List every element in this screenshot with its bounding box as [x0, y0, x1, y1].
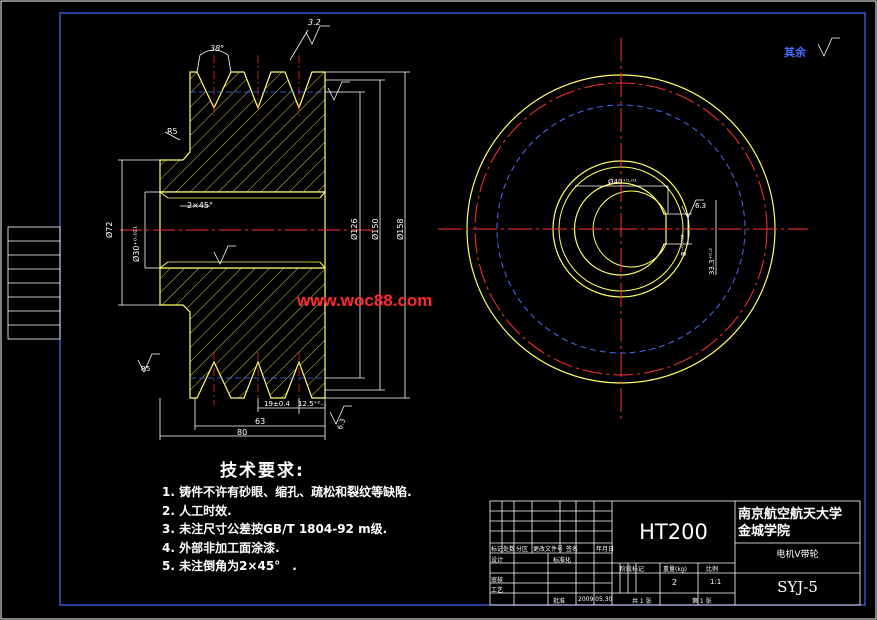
dim-chamfer: 2×45° [187, 201, 213, 210]
tb-label-scale: 比例 [706, 566, 719, 573]
dim-phi72: Ø72 [105, 221, 114, 238]
dim-length-80: 80 [237, 428, 248, 437]
tb-label-review: 审核 [491, 577, 504, 584]
dim-bore-phi: Ø40⁺⁰·⁰¹ [608, 178, 637, 186]
binding-strip [7, 226, 61, 340]
tb-label-approve: 批准 [553, 598, 566, 605]
tech-item-3: 3. 未注尺寸公差按GB/T 1804-92 m级. [162, 522, 388, 536]
tb-date-value: 2009.05.30 [578, 596, 613, 603]
tb-sheets-total: 共 1 张 [632, 598, 652, 605]
dim-key-width: 8⁻⁰·⁰¹⁸ [680, 234, 688, 256]
section-view [120, 55, 375, 405]
school-name-line1: 南京航空航天大学 [738, 507, 843, 522]
material-label: HT200 [639, 520, 708, 544]
dim-rough-side: 6.3 [336, 417, 348, 431]
tech-item-1: 1. 铸件不许有砂眼、缩孔、疏松和裂纹等缺陷. [162, 485, 412, 499]
dim-ra-bore: 6.3 [695, 202, 707, 210]
tb-label-count: 处数 [503, 546, 516, 553]
tech-requirements-title: 技术要求: [220, 461, 305, 481]
dim-groove-width: 12.5⁺²₋₁ [298, 400, 327, 408]
label-other-roughness: 其余 [784, 46, 806, 59]
dim-roughness-top: 3.2 [308, 18, 321, 27]
dim-pitch: 19±0.4 [264, 400, 290, 408]
dim-length-63: 63 [255, 417, 266, 426]
tech-item-2: 2. 人工时效. [162, 504, 232, 518]
tb-label-zone: 分区 [516, 546, 529, 553]
dim-groove-angle: 38° [210, 44, 225, 53]
dim-phi150: Ø150 [371, 218, 380, 240]
dim-phi126: Ø126 [350, 218, 359, 240]
title-block [489, 500, 861, 606]
section-dimensions [118, 25, 410, 440]
part-name: 电机V带轮 [776, 550, 819, 560]
tech-item-4: 4. 外部非加工面涂漆. [162, 541, 280, 555]
tb-label-process: 工艺 [491, 587, 504, 594]
tb-label-weight: 重量(kg) [663, 566, 687, 573]
dim-r-left: R5 [141, 365, 151, 373]
drawing-number: SYJ-5 [777, 578, 818, 596]
end-view [438, 37, 840, 420]
dim-phi158: Ø158 [396, 218, 405, 240]
tech-item-5: 5. 未注倒角为2×45° . [162, 559, 297, 573]
dim-key-depth: 33.3⁺⁰·² [708, 247, 716, 275]
tb-label-mark: 标记 [491, 546, 504, 553]
tb-label-standard: 标准化 [553, 557, 572, 564]
watermark: www.woc88.com [297, 291, 433, 310]
dim-fillet: R5 [167, 127, 178, 136]
tb-label-design: 设计 [491, 557, 504, 564]
tb-label-date: 年月日 [596, 546, 615, 553]
tb-label-sign: 签名 [566, 546, 579, 553]
dim-phi30: Ø30⁺⁰·⁰²¹ [132, 225, 141, 262]
tb-sheet-number: 第 1 张 [692, 598, 712, 605]
tb-label-change-doc: 更改文件号 [533, 546, 564, 553]
tb-label-stage: 阶段标记 [620, 566, 645, 573]
tb-weight-value: 2 [672, 578, 678, 587]
tb-scale-value: 1:1 [710, 578, 722, 586]
school-name-line2: 金城学院 [738, 524, 791, 539]
